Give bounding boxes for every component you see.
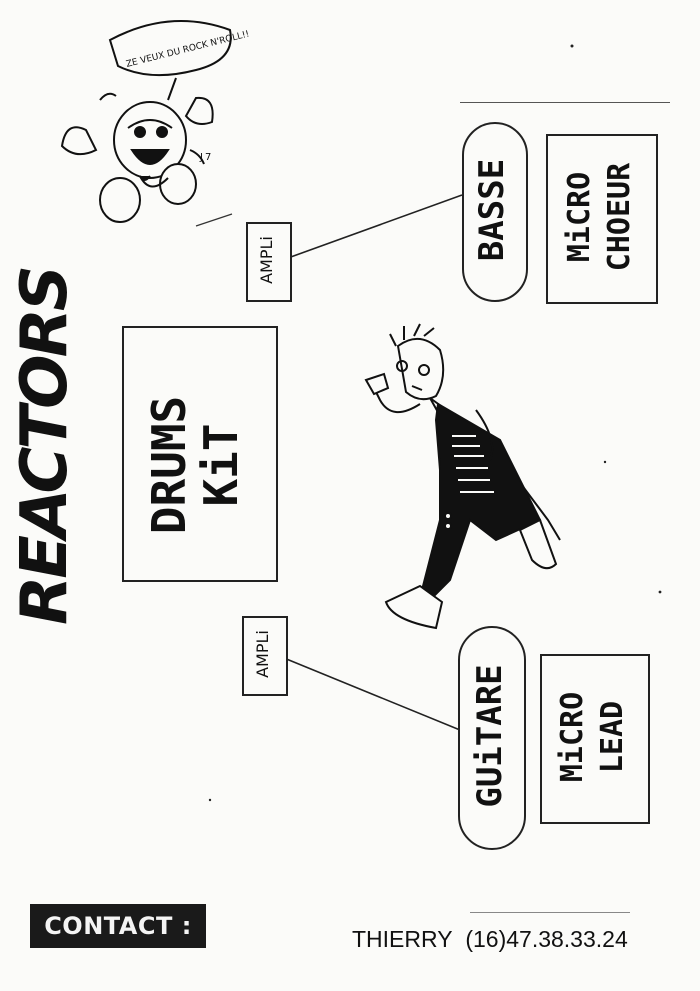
- top-rule: [460, 102, 670, 103]
- speck: [603, 460, 607, 464]
- punk-figure-icon: [364, 323, 561, 630]
- bass-label: BASSE: [472, 158, 512, 262]
- speck: [208, 798, 212, 802]
- bottom-rule: [470, 912, 630, 913]
- speck: [658, 590, 662, 594]
- guitar-amp-label: AMPLi: [253, 630, 272, 678]
- drums-kit-box: [122, 326, 278, 582]
- diagonal-stroke: [195, 213, 233, 227]
- guitar-amp-box: [242, 616, 288, 696]
- artist-signature: J 7: [199, 152, 211, 163]
- contact-name: THIERRY: [352, 926, 453, 952]
- cartoon-screaming-icon: [60, 20, 232, 223]
- micro-choeur-label: MiCRO CHOEUR: [560, 137, 640, 297]
- bass-amp-cable: [287, 194, 463, 259]
- micro-choeur-line1: MiCRO: [562, 171, 597, 263]
- guitar-label: GUiTARE: [470, 664, 510, 808]
- drums-label-line1: DRUMS: [142, 395, 196, 535]
- band-logo: REACTORS: [8, 268, 82, 625]
- contact-badge: CONTACT :: [30, 904, 206, 948]
- contact-phone: (16)47.38.33.24: [465, 926, 628, 952]
- contact-line: THIERRY (16)47.38.33.24: [352, 924, 662, 954]
- micro-choeur-box: [546, 134, 658, 304]
- speck: [570, 44, 574, 48]
- bass-bubble: [462, 122, 528, 302]
- bass-amp-box: [246, 222, 292, 302]
- micro-lead-label: MiCRO LEAD: [553, 657, 633, 817]
- micro-choeur-line2: CHOEUR: [602, 162, 637, 272]
- bass-amp-label: AMPLi: [257, 236, 276, 284]
- drums-kit-label: DRUMS KiT: [142, 325, 253, 605]
- micro-lead-box: [540, 654, 650, 824]
- micro-lead-line1: MiCRO: [555, 691, 590, 783]
- guitar-bubble: [458, 626, 526, 850]
- micro-lead-line2: LEAD: [595, 700, 630, 774]
- drums-label-line2: KiT: [194, 423, 248, 507]
- guitar-amp-cable: [283, 657, 461, 731]
